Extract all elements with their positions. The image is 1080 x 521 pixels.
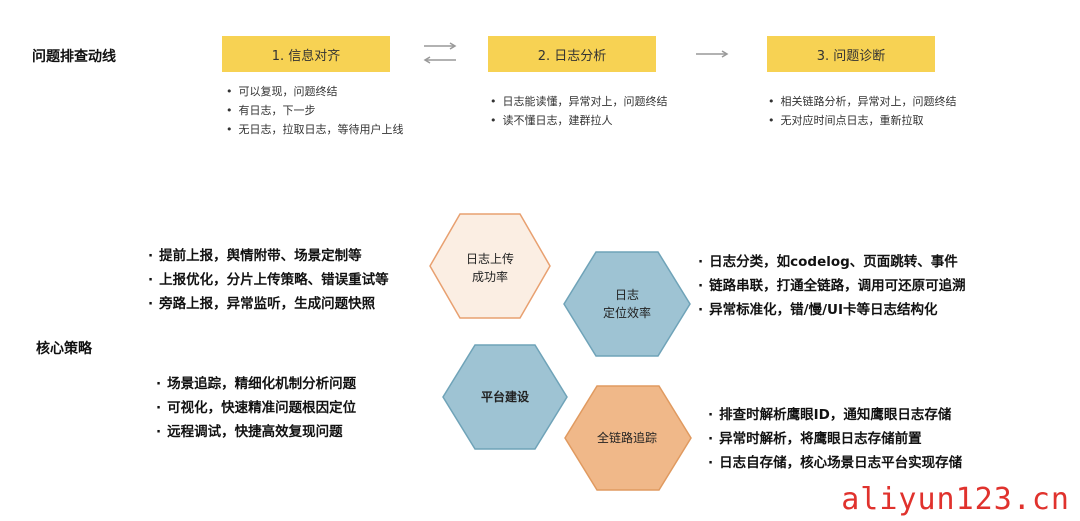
flow-title: 问题排查动线 [32, 49, 116, 65]
hex-trace [564, 385, 692, 491]
step-3-bullets: 相关链路分析，异常对上，问题终结 无对应时间点日志，重新拉取 [768, 92, 957, 130]
hex-platform-label: 平台建设 [480, 390, 529, 404]
list-item: 上报优化，分片上传策略、错误重试等 [148, 268, 389, 292]
list-item: 异常时解析，将鹰眼日志存储前置 [708, 427, 962, 451]
hex-upload-line1: 日志上传 [465, 252, 514, 266]
step-2-box: 2. 日志分析 [488, 36, 656, 72]
strategy-title: 核心策略 [36, 341, 92, 357]
list-item: 排查时解析鹰眼ID，通知鹰眼日志存储 [708, 403, 962, 427]
locate-points: 日志分类，如codelog、页面跳转、事件 链路串联，打通全链路，调用可还原可追… [698, 250, 966, 322]
bidirectional-arrow-icon [423, 42, 457, 64]
list-item: 无对应时间点日志，重新拉取 [768, 111, 957, 130]
step-1-bullets: 可以复现，问题终结 有日志，下一步 无日志，拉取日志，等待用户上线 [226, 82, 404, 139]
list-item: 读不懂日志，建群拉人 [490, 111, 668, 130]
hex-upload-label: 日志上传 成功率 [450, 250, 530, 286]
step-3-box: 3. 问题诊断 [767, 36, 935, 72]
platform-points: 场景追踪，精细化机制分析问题 可视化，快速精准问题根因定位 远程调试，快捷高效复… [156, 372, 356, 444]
list-item: 场景追踪，精细化机制分析问题 [156, 372, 356, 396]
list-item: 远程调试，快捷高效复现问题 [156, 420, 356, 444]
hex-upload [429, 213, 551, 319]
list-item: 提前上报，舆情附带、场景定制等 [148, 244, 389, 268]
hex-locate-label: 日志 定位效率 [587, 286, 667, 322]
list-item: 相关链路分析，异常对上，问题终结 [768, 92, 957, 111]
list-item: 日志分类，如codelog、页面跳转、事件 [698, 250, 966, 274]
list-item: 异常标准化，错/慢/UI卡等日志结构化 [698, 298, 966, 322]
upload-points: 提前上报，舆情附带、场景定制等 上报优化，分片上传策略、错误重试等 旁路上报，异… [148, 244, 389, 316]
hex-locate-line1: 日志 [614, 288, 639, 302]
step-1-box: 1. 信息对齐 [222, 36, 390, 72]
list-item: 可视化，快速精准问题根因定位 [156, 396, 356, 420]
hex-trace-label: 全链路追踪 [596, 431, 657, 445]
hex-upload-line2: 成功率 [471, 270, 508, 284]
hex-platform [442, 344, 568, 450]
list-item: 链路串联，打通全链路，调用可还原可追溯 [698, 274, 966, 298]
hex-locate [563, 251, 691, 357]
trace-points: 排查时解析鹰眼ID，通知鹰眼日志存储 异常时解析，将鹰眼日志存储前置 日志自存储… [708, 403, 962, 475]
right-arrow-icon [696, 50, 729, 58]
list-item: 可以复现，问题终结 [226, 82, 404, 101]
list-item: 有日志，下一步 [226, 101, 404, 120]
list-item: 无日志，拉取日志，等待用户上线 [226, 120, 404, 139]
list-item: 日志自存储，核心场景日志平台实现存储 [708, 451, 962, 475]
watermark: aliyun123.cn [841, 482, 1070, 517]
hex-locate-line2: 定位效率 [602, 306, 651, 320]
step-2-bullets: 日志能读懂，异常对上，问题终结 读不懂日志，建群拉人 [490, 92, 668, 130]
list-item: 旁路上报，异常监听，生成问题快照 [148, 292, 389, 316]
list-item: 日志能读懂，异常对上，问题终结 [490, 92, 668, 111]
